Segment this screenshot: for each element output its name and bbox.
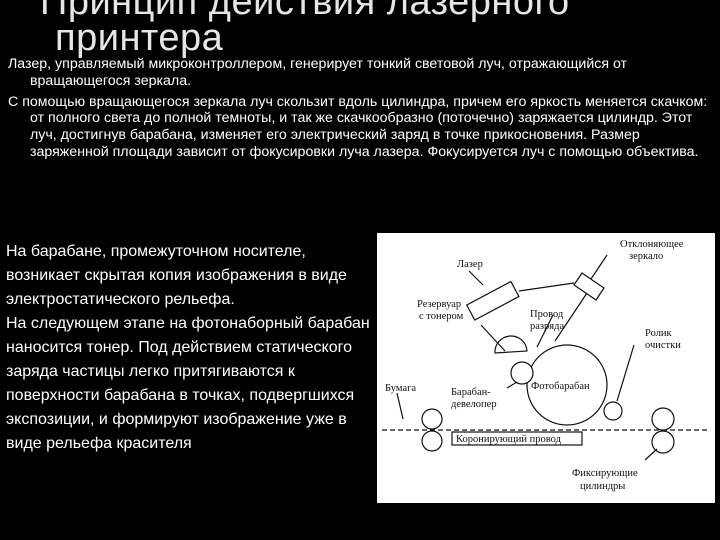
wire-leader [536,314,554,348]
intro-text: Лазер, управляемый микроконтроллером, ге… [8,56,713,165]
paper-leader [396,392,404,420]
printer-diagram-svg: Отклоняющее зеркало Лазер Провод разряда… [382,239,707,492]
entry-roller-top [421,408,443,430]
roller-leader [616,344,635,402]
laser-leader [468,270,484,286]
title-line-1: Принцип действия лазерного [40,0,570,23]
label-developer-2: девелопер [451,399,497,410]
cleaning-roller-shape [603,401,623,421]
label-paper: Бумага [385,383,416,394]
laser-beam [518,282,575,292]
corona-wire-box [451,431,583,446]
developer-roller-shape [510,361,534,385]
label-fixing-2: цилиндры [580,481,625,492]
mirror-leader [590,254,608,280]
fixing-roller-top [651,407,675,431]
beam-to-drum [554,292,588,342]
developer-leader [506,381,518,389]
label-developer: Барабан- [451,387,491,398]
label-mirror: Отклоняющее [620,239,684,250]
printer-diagram: Отклоняющее зеркало Лазер Провод разряда… [377,233,715,503]
label-fixing: Фиксирующие [572,468,638,479]
label-roller-2: очистки [645,340,681,351]
slide-title: Принцип действия лазерного принтера [40,0,570,58]
laser-shape [465,280,520,321]
label-laser: Лазер [457,259,483,270]
entry-roller-bottom [421,430,443,452]
paragraph-toner: На следующем этапе на фотонаборный бараб… [6,315,370,452]
photodrum-shape [526,344,608,426]
fixing-roller-bottom [651,430,675,454]
label-corona: Коронирующий провод [456,434,562,445]
paragraph-laser: Лазер, управляемый микроконтроллером, ге… [8,56,628,89]
label-reservoir-2: с тонером [419,311,464,322]
paragraph-mirror: С помощью вращающегося зеркала луч сколь… [8,93,708,160]
label-reservoir: Резервуар [417,299,461,310]
fixing-leader [644,448,658,461]
drum-description: На барабане, промежуточном носителе, воз… [6,240,381,456]
label-photodrum: Фотобарабан [531,381,590,392]
label-wire-2: разряда [530,321,564,332]
title-line-2: принтера [55,17,224,59]
label-wire: Провод [530,309,564,320]
paragraph-latent-image: На барабане, промежуточном носителе, воз… [6,243,347,308]
label-mirror-2: зеркало [629,251,663,262]
mirror-shape [573,272,605,301]
label-roller: Ролик [645,328,673,339]
reservoir-leader [480,324,506,352]
